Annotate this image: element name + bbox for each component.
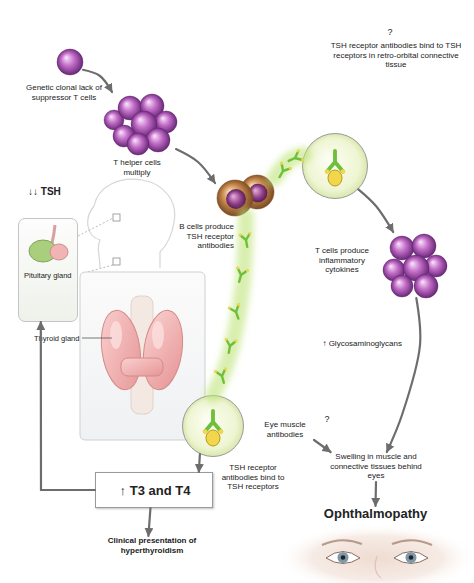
eye — [394, 552, 428, 564]
ophthalmopathy-heading: Ophthalmopathy — [318, 506, 433, 523]
t-helper-cells-outline — [100, 92, 180, 154]
pituitary-locator — [113, 214, 120, 221]
head-outline — [88, 179, 175, 268]
thyroid-label-leader — [82, 338, 112, 339]
t-cells: T cells produce inflammatory cytokines — [380, 232, 446, 298]
thyroid-lobe — [97, 308, 146, 393]
antibody-stream — [213, 216, 246, 395]
flow-arrow — [176, 149, 215, 183]
thyroid-isthmus — [121, 358, 163, 376]
thyroid-receptor-circle-outline — [182, 395, 244, 457]
pituitary-leader — [78, 218, 113, 236]
antibody-symbol — [286, 149, 305, 167]
thyroid-lobe — [139, 308, 188, 393]
node-text: T cells produce inflammatory cytokines — [310, 246, 374, 275]
t-helper-cells: T helper cells multiply — [100, 92, 180, 154]
thyroid-leader — [84, 265, 113, 273]
pituitary-stalk — [52, 225, 55, 243]
lymphocyte — [57, 49, 83, 75]
antibody-symbol — [222, 337, 237, 354]
node-text: Ophthalmopathy — [318, 506, 433, 522]
b-cells: B cells produce TSH receptor antibodies — [215, 172, 277, 216]
flow-arrow — [148, 508, 150, 536]
flow-arrow — [358, 189, 393, 232]
node-text: T helper cells multiply — [102, 158, 172, 177]
retro-orbital-receptor-circle-outline — [302, 133, 368, 199]
antibody-symbol — [227, 303, 244, 321]
flow-arrow — [83, 70, 112, 92]
node-text: TSH receptor antibodies bind to TSH rece… — [218, 463, 288, 492]
thyroid-locator — [113, 258, 120, 265]
node-text: TSH receptor antibodies bind to TSH rece… — [322, 41, 470, 70]
hormone-box: ↑ T3 and T4 — [95, 472, 213, 508]
retro-orbital-receptor-circle: ?TSH receptor antibodies bind to TSH rec… — [302, 133, 368, 199]
suppressor-t-cell: Genetic clonal lack of suppressor T cell… — [57, 49, 83, 75]
lymphocyte — [127, 133, 149, 155]
question-mark: ? — [384, 27, 396, 38]
node-text: ↑ T3 and T4 — [96, 483, 214, 499]
pupil — [341, 555, 346, 560]
lymphocyte — [412, 234, 436, 258]
iris — [406, 552, 417, 563]
node-text: Pituitary gland — [24, 271, 74, 280]
part-label: Thyroid gland — [34, 334, 90, 343]
tissue-circle — [303, 134, 368, 199]
suppressor-t-cell-outline — [57, 49, 83, 75]
antibody-symbol — [214, 367, 230, 384]
iris — [338, 552, 349, 563]
thyroid-highlight — [110, 321, 122, 349]
b-cell-nucleus — [226, 189, 246, 209]
flow-arrow — [314, 440, 331, 452]
thyroid-highlight — [152, 321, 164, 349]
node-text: Genetic clonal lack of suppressor T cell… — [23, 83, 105, 102]
pituitary-gland-box: Pituitary gland — [18, 218, 78, 322]
face — [277, 524, 474, 583]
node-text: Clinical presentation of hyperthyroidism — [92, 536, 212, 555]
tsh-receptor — [206, 430, 220, 446]
flow-arrow — [199, 454, 200, 472]
trachea — [131, 296, 153, 414]
b-cell-body — [217, 180, 253, 216]
bound-antibody — [325, 151, 346, 174]
question-mark: ? — [322, 414, 332, 425]
flow-arrow — [387, 298, 420, 452]
bound-antibody — [203, 411, 224, 434]
flow-arrow — [41, 322, 95, 490]
thyroid-receptor-circle: TSH receptor antibodies bind to TSH rece… — [182, 395, 244, 457]
node-text: Swelling in muscle and connective tissue… — [322, 452, 430, 481]
flow-arrow — [374, 482, 377, 506]
connector-group — [41, 70, 420, 536]
head-silhouette — [78, 179, 175, 273]
hormone-level-label: ↓↓ TSH — [28, 186, 88, 198]
antibody-symbol — [274, 161, 293, 180]
posterior-pituitary — [50, 244, 68, 260]
eyebrow — [322, 540, 362, 545]
tsh-receptor — [328, 170, 342, 186]
b-cells-outline — [215, 172, 277, 216]
tissue-circle — [183, 396, 244, 457]
eye — [326, 552, 360, 564]
nose-line — [375, 556, 381, 578]
lymphocyte — [414, 274, 438, 298]
node-text: Eye muscle antibodies — [256, 420, 314, 439]
lymphocyte — [146, 128, 170, 152]
eyebrow — [392, 540, 432, 545]
node-text: B cells produce TSH receptor antibodies — [178, 222, 234, 251]
antibody-symbol — [233, 266, 249, 283]
antibody-stream — [274, 155, 304, 179]
pupil — [409, 555, 414, 560]
glycosaminoglycans-label: ↑ Glycosaminoglycans — [300, 339, 402, 349]
antibody-symbol — [238, 231, 253, 248]
t-cells-outline — [380, 232, 446, 298]
clinical-presentation-note: Clinical presentation of hyperthyroidism — [92, 536, 212, 556]
eyes-illustration — [277, 524, 474, 583]
eye-muscle-antibodies-note: Eye muscle antibodies? — [256, 420, 314, 440]
swelling-note: Swelling in muscle and connective tissue… — [322, 452, 430, 482]
lymphocyte — [391, 275, 413, 297]
